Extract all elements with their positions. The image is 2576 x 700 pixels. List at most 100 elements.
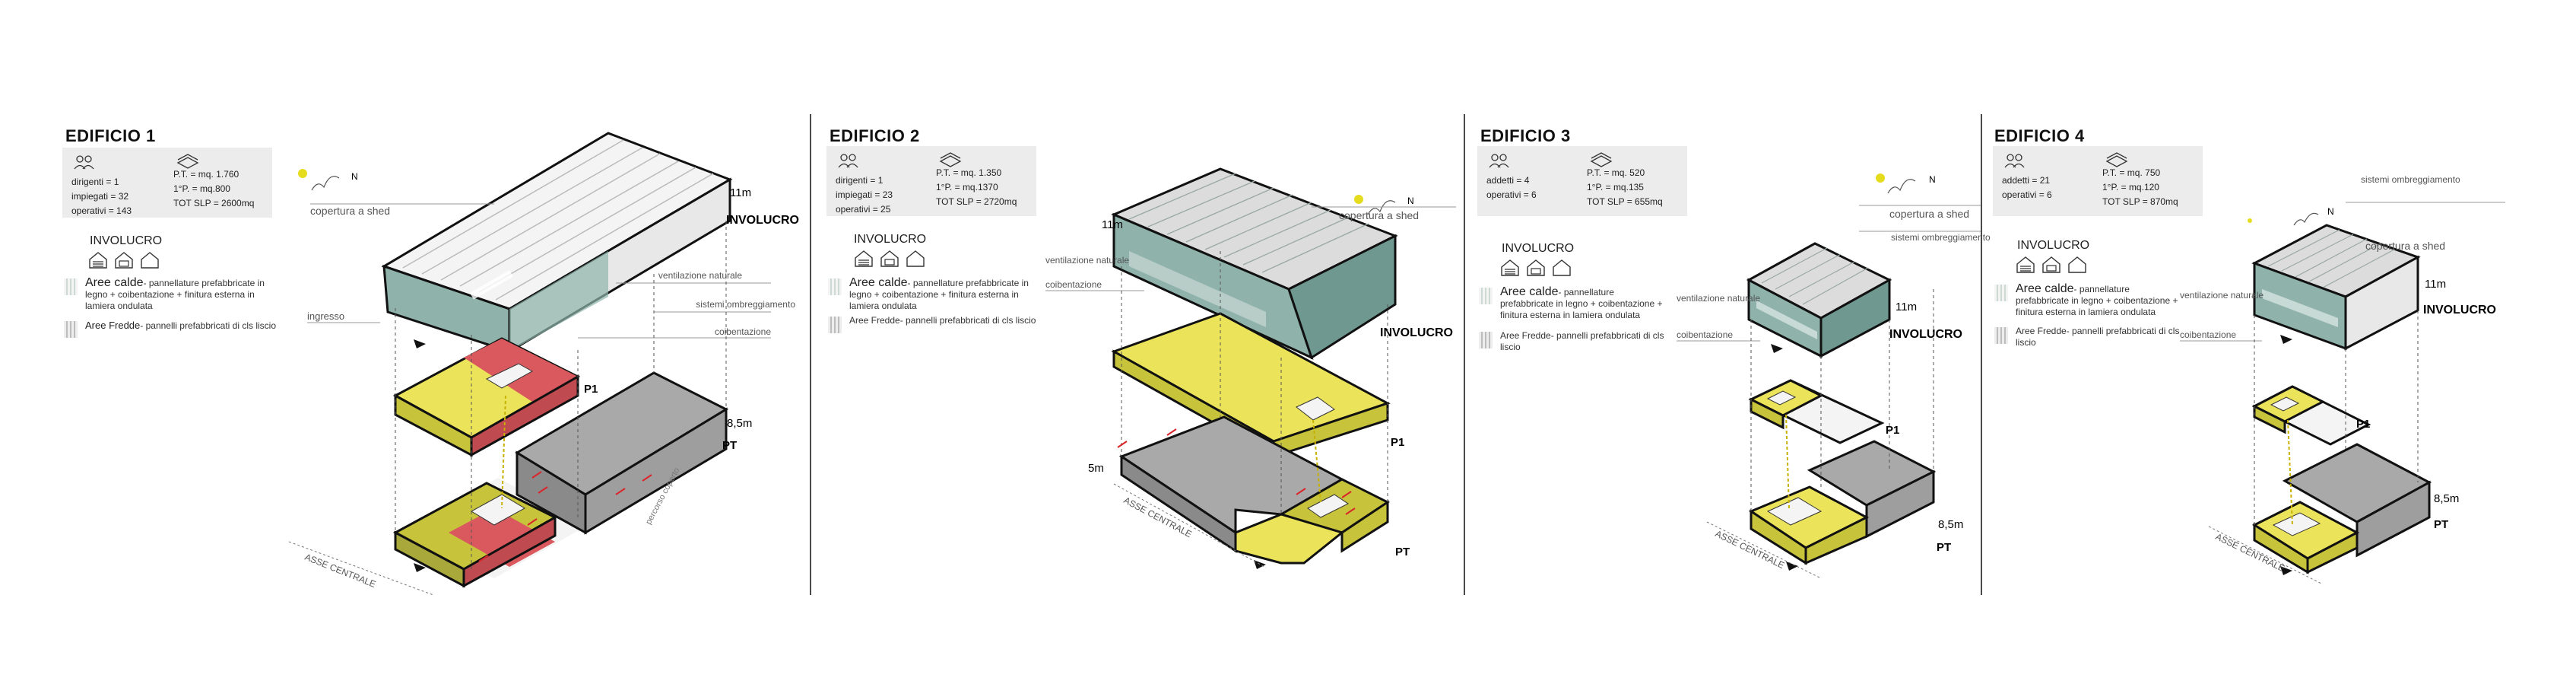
floor-height-label: 5m xyxy=(1088,462,1104,475)
involucro-heading: INVOLUCRO xyxy=(90,234,163,247)
involucro-label: INVOLUCRO xyxy=(1889,328,1962,341)
cold-swatch xyxy=(64,321,78,338)
envelope-icons xyxy=(88,251,160,269)
area-lines: P.T. = mq. 1.350 1°P. = mq.1370 TOT SLP … xyxy=(936,166,1017,209)
axis-line xyxy=(1706,521,1822,579)
area-line: P.T. = mq. 520 xyxy=(1587,167,1645,178)
pt-label: PT xyxy=(2434,518,2448,531)
sun-icon xyxy=(1354,195,1363,204)
shading-label: sistemi ombreggiamento xyxy=(2361,174,2460,185)
floor-height-label: 8,5m xyxy=(1938,518,1963,531)
vent-label: ventilazione naturale xyxy=(1677,293,1760,304)
area-box: P.T. = mq. 1.760 1°P. = mq.800 TOT SLP =… xyxy=(164,148,272,218)
north-label: N xyxy=(1929,174,1936,185)
area-line: P.T. = mq. 1.760 xyxy=(173,169,240,180)
entrance-arrow-icon xyxy=(1786,562,1798,571)
axonometric-drawing: N 11m INVOLUCRO copertura a shed ventila… xyxy=(288,132,799,596)
vent-label: ventilazione naturale xyxy=(2180,290,2264,301)
house-warm-icon xyxy=(854,250,874,268)
warm-text: - pannellature prefabbricate in legno + … xyxy=(849,278,1029,311)
panel-edificio-1: EDIFICIO 1 dirigenti = 1 impiegati = 32 … xyxy=(0,0,810,700)
legend-cold: Aree Fredde- pannelli prefabbricati di c… xyxy=(1479,330,1669,358)
cold-heading: Aree Fredde xyxy=(849,315,900,326)
entrance-arrow-icon xyxy=(1254,560,1266,569)
sun-path-icon xyxy=(311,176,340,191)
roof-label: copertura a shed xyxy=(310,205,390,217)
pt-label: PT xyxy=(1937,541,1951,554)
building-title: EDIFICIO 3 xyxy=(1480,126,1571,145)
roof-label: copertura a shed xyxy=(1339,209,1419,221)
height-label: 11m xyxy=(1896,301,1917,313)
axis-line xyxy=(288,541,434,596)
house-outline-icon xyxy=(2067,256,2087,274)
insulation-label: coibentazione xyxy=(1045,279,1102,290)
staff-box: dirigenti = 1 impiegati = 23 operativi =… xyxy=(826,146,927,216)
envelope-volume xyxy=(2251,224,2421,351)
involucro-heading: INVOLUCRO xyxy=(2017,239,2090,252)
involucro-label: INVOLUCRO xyxy=(1380,326,1453,339)
entrance-arrow-icon xyxy=(1771,344,1783,353)
floors-icon xyxy=(939,152,962,167)
staff-box: addetti = 4 operativi = 6 xyxy=(1477,146,1578,216)
vertical-link xyxy=(1785,414,1790,509)
floor-pt-volume xyxy=(2251,443,2432,574)
entrance-label: ingresso xyxy=(307,310,344,322)
insulation-label: coibentazione xyxy=(715,326,771,337)
vertical-link xyxy=(2287,419,2293,526)
cold-text: - pannelli prefabbricati di cls liscio xyxy=(1500,330,1664,352)
involucro-label: INVOLUCRO xyxy=(726,214,799,227)
height-label: 11m xyxy=(1102,218,1123,231)
involucro-heading: INVOLUCRO xyxy=(854,233,927,246)
staff-line: impiegati = 23 xyxy=(836,189,893,200)
warm-swatch xyxy=(1479,288,1493,304)
house-panel-icon xyxy=(1526,259,1546,277)
p1-label: P1 xyxy=(1391,436,1404,449)
area-lines: P.T. = mq. 750 1°P. = mq.120 TOT SLP = 8… xyxy=(2102,166,2178,209)
cold-text: - pannelli prefabbricati di cls liscio xyxy=(2016,326,2180,348)
warm-text: - pannellature prefabbricate in legno + … xyxy=(1500,287,1663,320)
legend-cold: Aree Fredde- pannelli prefabbricati di c… xyxy=(1994,326,2184,353)
staff-line: impiegati = 32 xyxy=(71,191,129,202)
north-label: N xyxy=(351,171,358,182)
p1-label: P1 xyxy=(1886,424,1899,437)
panel-divider xyxy=(1981,114,1982,595)
staff-line: dirigenti = 1 xyxy=(71,177,119,187)
cut-marks xyxy=(478,471,652,562)
shading-label: sistemi ombreggiamento xyxy=(696,299,795,310)
legend-warm: Aree calde- pannellature prefabbricate i… xyxy=(64,277,284,312)
floor-pt-volume xyxy=(1748,440,1937,565)
warm-heading: Aree calde xyxy=(85,276,144,289)
area-line: P.T. = mq. 750 xyxy=(2102,167,2161,178)
floor-height-label: 8,5m xyxy=(2434,492,2459,505)
staff-line: operativi = 25 xyxy=(836,204,891,215)
axonometric-drawing: N 11m INVOLUCRO copertura a shed sistemi… xyxy=(2180,174,2505,585)
warm-swatch xyxy=(828,278,842,295)
cold-swatch xyxy=(828,317,842,333)
panel-edificio-4: EDIFICIO 4 addetti = 21 operativi = 6 P.… xyxy=(1981,0,2513,700)
area-line: 1°P. = mq.135 xyxy=(1587,182,1644,192)
sun-path-icon xyxy=(1887,179,1916,194)
cold-text: - pannelli prefabbricati di cls liscio xyxy=(899,315,1036,326)
axis-line xyxy=(1113,483,1267,568)
north-label: N xyxy=(2327,206,2334,217)
area-box: P.T. = mq. 750 1°P. = mq.120 TOT SLP = 8… xyxy=(2093,146,2203,216)
roof-label: copertura a shed xyxy=(1889,208,1969,220)
height-label: 11m xyxy=(2425,278,2446,291)
pt-label: PT xyxy=(1395,546,1410,558)
staff-line: operativi = 143 xyxy=(71,205,132,216)
insulation-label: coibentazione xyxy=(1677,329,1733,340)
house-outline-icon xyxy=(906,250,925,268)
area-box: P.T. = mq. 520 1°P. = mq.135 TOT SLP = 6… xyxy=(1578,146,1687,216)
cut-marks xyxy=(1117,428,1356,515)
entrance-arrow-icon xyxy=(414,339,426,348)
envelope-volume xyxy=(381,132,733,354)
staff-lines: dirigenti = 1 impiegati = 32 operativi =… xyxy=(71,175,132,218)
staff-box: dirigenti = 1 impiegati = 32 operativi =… xyxy=(62,148,164,218)
area-line: TOT SLP = 2600mq xyxy=(173,198,255,208)
staff-line: operativi = 6 xyxy=(1486,189,1537,200)
legend-warm: Aree calde- pannellature prefabbricate i… xyxy=(1479,286,1669,332)
panel-edificio-2: EDIFICIO 2 dirigenti = 1 impiegati = 23 … xyxy=(810,0,1464,700)
legend-warm: Aree calde- pannellature prefabbricate i… xyxy=(1994,283,2184,329)
envelope-icons xyxy=(2016,256,2087,274)
warm-swatch xyxy=(1994,285,2008,301)
